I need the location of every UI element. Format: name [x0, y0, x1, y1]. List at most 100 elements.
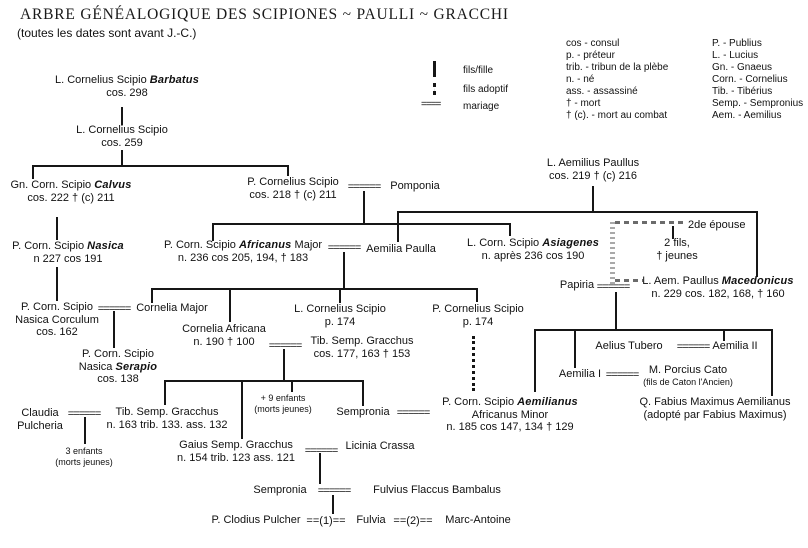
person-note: (fils de Caton l'Ancien) — [643, 376, 733, 387]
legend-terms: cos - consul p. - préteur trib. - tribun… — [566, 38, 668, 122]
legend-son-label: fils/fille — [463, 65, 494, 76]
person-name: L. Cornelius Scipio — [76, 124, 168, 136]
legend-son-line-symbol — [433, 61, 436, 77]
tree-line — [615, 292, 617, 330]
marriage-fulvia-marc-antoine: ==(2)== — [393, 515, 433, 527]
legend-abbr: Semp. - Sempronius — [712, 98, 804, 109]
person-pomponia: Pomponia — [390, 180, 440, 193]
person-papiria: Papiria — [560, 279, 594, 292]
person-serapio: P. Corn. Scipio Nasica Serapio cos. 138 — [79, 348, 157, 386]
person-name: L. Aemilius Paullus — [546, 157, 640, 169]
person-dates: cos. 219 † (c) 216 — [548, 169, 638, 182]
person-name: L. Cornelius Scipio Barbatus — [54, 74, 200, 86]
person-name: Aelius Tubero — [595, 340, 663, 352]
person-gracchus-senior: Tib. Semp. Gracchus cos. 177, 163 † 153 — [311, 335, 414, 360]
legend-term: † (c). - mort au combat — [566, 110, 668, 121]
legend-abbr: Aem. - Aemilius — [712, 110, 782, 121]
person-name: Tib. Semp. Gracchus — [310, 335, 414, 347]
page-title: ARBRE GÉNÉALOGIQUE DES SCIPIONES ~ PAULL… — [20, 6, 509, 23]
tree-line — [241, 380, 243, 439]
person-name: L. Cornelius Scipio — [294, 303, 386, 315]
tree-line — [121, 107, 123, 125]
person-name: Q. Fabius Maximus Aemilianus — [639, 396, 791, 408]
person-name: P. Corn. Scipio — [21, 301, 93, 313]
second-marriage-dashed-line — [610, 222, 615, 284]
person-name: P. Corn. Scipio — [82, 348, 154, 360]
person-africanus-major: P. Corn. Scipio Africanus Major n. 236 c… — [164, 239, 322, 264]
person-dates: n. 229 cos. 182, 168, † 160 — [651, 287, 785, 300]
person-name: Gaius Semp. Gracchus — [179, 439, 293, 451]
tree-line — [509, 223, 511, 236]
person-sempronia: Sempronia — [336, 406, 389, 419]
person-name: P. Cornelius Scipio — [432, 303, 524, 315]
tree-line — [229, 288, 231, 322]
person-name: Licinia Crassa — [345, 440, 415, 452]
person-name: Sempronia — [253, 484, 307, 496]
person-dates: n. 163 trib. 133. ass. 132 — [106, 418, 228, 431]
person-name: Fulvia — [356, 514, 386, 526]
person-fulvia: Fulvia — [356, 514, 385, 527]
legend-abbr: Corn. - Cornelius — [712, 74, 788, 85]
person-dates: cos. 222 † (c) 211 — [27, 191, 115, 204]
legend-term: trib. - tribun de la plèbe — [566, 62, 669, 73]
person-name2: Nasica Serapio — [78, 360, 158, 373]
person-name: Sempronia — [336, 406, 390, 418]
person-name: P. Corn. Scipio Africanus Major — [163, 239, 323, 251]
person-qfabius: Q. Fabius Maximus Aemilianus (adopté par… — [640, 396, 791, 421]
person-gaius-gracchus: Gaius Semp. Gracchus n. 154 trib. 123 as… — [177, 439, 295, 464]
second-wife-line — [672, 226, 674, 239]
person-clodius-pulcher: P. Clodius Pulcher — [211, 514, 300, 527]
person-name: P. Corn. Scipio Aemilianus — [442, 396, 578, 408]
tree-line — [319, 453, 321, 484]
marriage-macedonicus-papiria: ====== — [596, 281, 631, 293]
cognomen: Asiagenes — [542, 237, 600, 249]
person-dates: cos. 138 — [97, 373, 139, 385]
annotation-nine-children: + 9 enfants (morts jeunes) — [254, 393, 312, 414]
marriage-africanus-aemilia-paulla: ====== — [327, 242, 362, 254]
tree-line — [164, 380, 166, 405]
tree-line — [343, 252, 345, 289]
person-dates: p. 174 — [462, 315, 494, 328]
cognomen: Calvus — [94, 179, 132, 191]
cognomen: Aemilianus — [517, 396, 578, 408]
person-dates: n. après 236 cos 190 — [481, 249, 585, 262]
person-licinia-crassa: Licinia Crassa — [345, 440, 414, 453]
person-dates: n. 185 cos 147, 134 † 129 — [446, 421, 574, 433]
person-cornelia-major: Cornelia Major — [136, 302, 208, 315]
person-name2: Nasica Corculum — [15, 313, 99, 326]
tree-line — [592, 186, 594, 212]
cognomen: Nasica — [87, 240, 124, 252]
tree-line — [56, 217, 58, 240]
marriage-aemilianus-sempronia: ====== — [396, 407, 431, 419]
person-dates: n 227 cos 191 — [33, 252, 103, 265]
person-name: Aemilia I — [558, 368, 602, 380]
tree-line — [151, 288, 153, 303]
tree-line — [723, 329, 725, 341]
person-name: Pomponia — [390, 180, 440, 192]
person-name: Tib. Semp. Gracchus — [115, 406, 219, 418]
tree-line — [363, 191, 365, 224]
page-subtitle: (toutes les dates sont avant J.-C.) — [17, 26, 197, 40]
legend-marriage-label: mariage — [463, 101, 500, 112]
person-name: Cornelia Africana — [182, 323, 266, 335]
legend-term: p. - préteur — [566, 50, 615, 61]
legend-abbr: Tib. - Tibérius — [712, 86, 773, 97]
person-name: Papiria — [559, 279, 595, 291]
person-scipio-cos259: L. Cornelius Scipio cos. 259 — [76, 124, 168, 149]
person-scipio-cos218: P. Cornelius Scipio cos. 218 † (c) 211 — [247, 176, 339, 201]
tree-line — [362, 380, 364, 406]
tree-line — [32, 165, 34, 179]
person-paullus: L. Aemilius Paullus cos. 219 † (c) 216 — [547, 157, 639, 182]
cognomen: Barbatus — [149, 74, 200, 86]
legend-term: † - mort — [566, 98, 601, 109]
legend-abbr: L. - Lucius — [712, 50, 759, 61]
tree-line — [33, 165, 289, 167]
person-aelius-tubero: Aelius Tubero — [595, 340, 662, 353]
person-dates: cos. 259 — [101, 136, 143, 149]
person-dates: n. 190 † 100 — [193, 335, 255, 348]
legend-abbreviations: P. - Publius L. - Lucius Gn. - Gnaeus Co… — [712, 38, 803, 122]
second-marriage-dashed-line — [615, 279, 643, 282]
person-dates: cos. 218 † (c) 211 — [249, 188, 337, 201]
person-asiagenes: L. Corn. Scipio Asiagenes n. après 236 c… — [467, 237, 599, 262]
